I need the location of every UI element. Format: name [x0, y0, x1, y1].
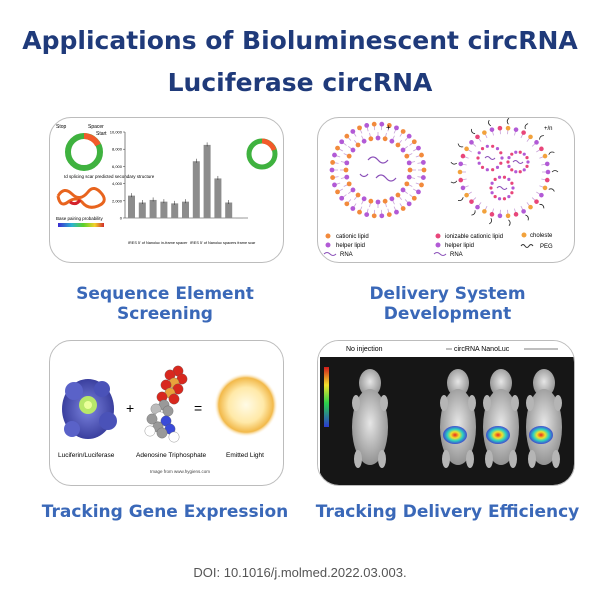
equals-sign: = [194, 400, 202, 416]
screening-bar [138, 202, 146, 218]
emitted-light-image [214, 373, 278, 437]
legend-helper: helper lipid [336, 243, 365, 249]
screening-bar [128, 195, 135, 218]
bioluminescence-signal [443, 426, 467, 444]
label-luciferase: Luciferin/Luciferase [58, 452, 115, 459]
legend-helper-right: helper lipid [445, 243, 474, 249]
group-label: IRES 5' of Nanoluc in-frame spacer [128, 241, 188, 245]
tracking-delivery-panel: No injection circRNA NanoLuc [317, 340, 575, 486]
image-credit: Image from www.hygiens.com [150, 469, 210, 474]
luciferase-protein-image [62, 379, 117, 439]
ring-label: Start [96, 131, 107, 137]
doi-citation: DOI: 10.1016/j.molmed.2022.03.003. [193, 565, 407, 580]
label-atp: Adenosine Triphosphate [136, 452, 206, 459]
screening-bar-chart: 10,000 8,000 6,000 4,000 2,000 0 [110, 130, 248, 221]
screening-bar [160, 201, 168, 218]
y-tick-label: 10,000 [110, 130, 123, 135]
label-no-injection: No injection [346, 346, 383, 353]
charge-label: + [386, 123, 391, 132]
main-title: Applications of Bioluminescent circRNA [22, 26, 578, 55]
screening-bar [225, 202, 233, 218]
label-circrna-nanoluc: circRNA NanoLuc [454, 346, 510, 353]
subtitle: Luciferase circRNA [167, 68, 433, 97]
charge-label: +/n [544, 126, 553, 132]
ring-label: Spacer [88, 124, 104, 130]
y-tick-label: 6,000 [112, 164, 123, 169]
atp-molecule-image [144, 365, 188, 443]
luciferase-reaction-figure: + = Luciferin/Luciferase Adenosine Triph… [58, 365, 278, 474]
legend-cholesterol: choleste [530, 233, 553, 239]
delivery-system-panel: + +/n cationic lipid helper lipid RNA io… [317, 117, 575, 263]
delivery-figure: + +/n cationic lipid helper lipid RNA io… [323, 118, 559, 258]
legend-rna-right: RNA [450, 252, 463, 258]
fold-label: Id splicing scar predicted secondary str… [64, 174, 155, 179]
mouse-imaging-figure: No injection circRNA NanoLuc [318, 341, 574, 485]
screening-bar [149, 199, 157, 218]
screening-bar [171, 203, 179, 218]
group-label: IRES 5' of Nanoluc spacers frame scar [190, 241, 256, 245]
liposome-left [329, 121, 427, 219]
sequence-screening-panel: Stop Spacer Start Id splicing scar predi… [49, 117, 284, 263]
lipid-nanoparticle-right [450, 118, 559, 227]
y-tick-label: 0 [120, 216, 123, 221]
screening-bar [192, 161, 200, 218]
plus-sign: + [126, 400, 134, 416]
caption-sequence-screening: Sequence Element Screening [76, 284, 254, 324]
y-tick-label: 8,000 [112, 147, 123, 152]
legend-cationic: cationic lipid [336, 234, 369, 240]
y-tick-label: 2,000 [112, 198, 123, 203]
caption-delivery-system: Delivery System Development [369, 284, 526, 324]
y-tick-label: 4,000 [112, 181, 123, 186]
screening-bar [214, 178, 222, 218]
bioluminescence-signal [529, 426, 553, 444]
screening-bar [182, 201, 189, 218]
scale-label: Base pairing probability [56, 216, 104, 221]
legend-peg: PEG [540, 244, 553, 250]
mouse-image [526, 369, 562, 468]
label-light: Emitted Light [226, 452, 264, 459]
mouse-image [440, 369, 476, 468]
mouse-image [483, 369, 519, 468]
legend-ionizable: ionizable cationic lipid [445, 234, 503, 240]
caption-tracking-gene: Tracking Gene Expression [41, 502, 289, 522]
bioluminescence-signal [486, 426, 510, 444]
caption-tracking-delivery: Tracking Delivery Efficiency [315, 502, 580, 522]
screening-figure: Stop Spacer Start Id splicing scar predi… [56, 124, 278, 245]
ring-label: Stop [56, 124, 67, 130]
legend-rna: RNA [340, 252, 353, 258]
tracking-gene-panel: + = Luciferin/Luciferase Adenosine Triph… [49, 340, 284, 486]
mouse-image [352, 369, 388, 468]
screening-bar [203, 144, 211, 218]
color-scale-bar [324, 367, 329, 427]
